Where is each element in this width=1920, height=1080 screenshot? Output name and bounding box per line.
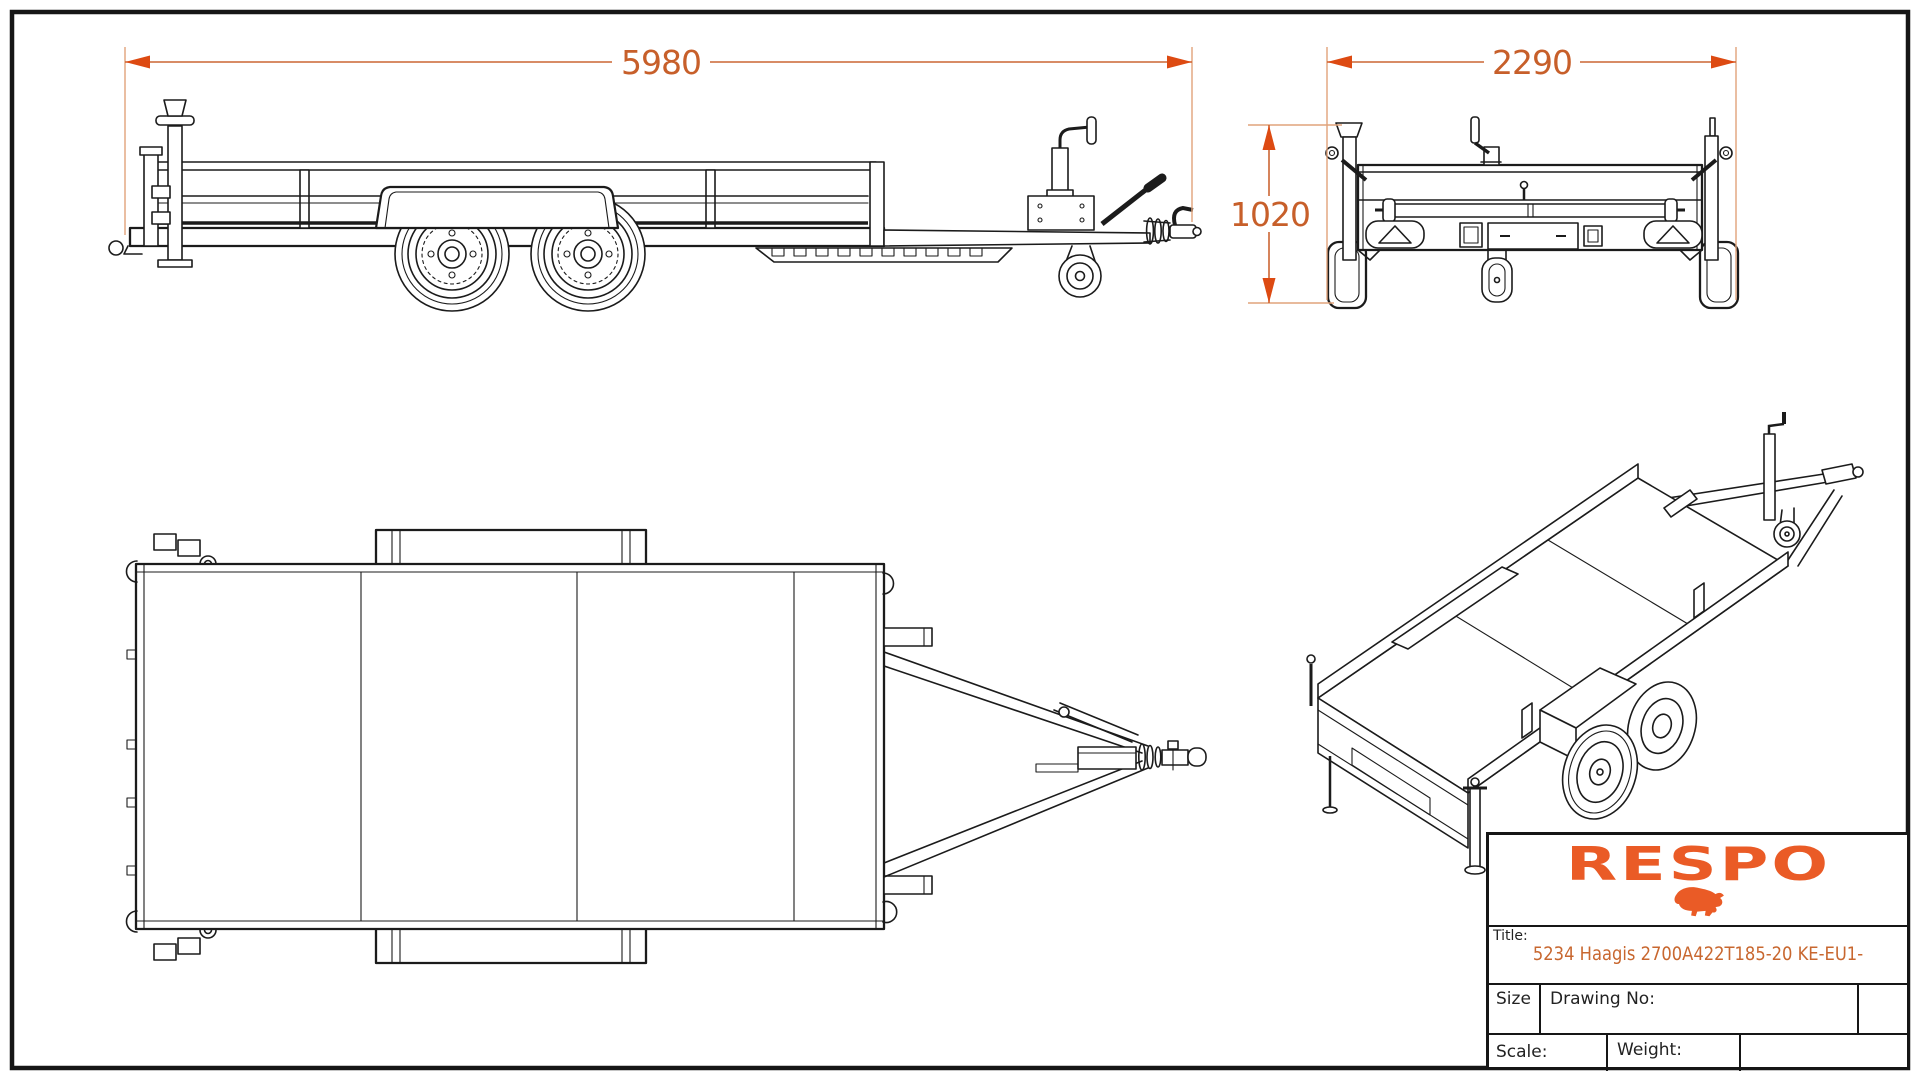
length-dimension-text: 5980 [621,43,701,82]
rear-jockey-wheel [1481,249,1513,303]
iso-jack-post [1763,412,1786,521]
top-brake-lever [1053,702,1139,743]
isometric-view [1306,412,1864,875]
scale-cell: Scale: [1489,1035,1608,1071]
scale-label: Scale: [1496,1042,1548,1062]
arrow-down-icon [1262,278,1276,303]
side-mudguard [374,185,620,230]
top-view [125,528,1207,965]
dimension-overall-width: 2290 [1326,43,1737,300]
drawing-border [9,9,1911,1071]
side-handbrake-lever [1100,173,1167,226]
arrow-left-icon [1327,55,1352,69]
iso-jockey-wheel [1773,507,1801,548]
title-block: RESPO Title: 5234 Haagis 2700A422T185-20… [1486,832,1910,1071]
rear-crank [1470,116,1502,166]
rear-lamp-post-left [1325,122,1368,261]
side-jockey-wheel [1058,245,1102,298]
side-crank-jack [1027,116,1097,231]
title-row: Title: 5234 Haagis 2700A422T185-20 KE-EU… [1489,927,1907,985]
rear-lamp-post-right [1690,117,1733,261]
dimension-overall-height: 1020 [1230,124,1342,304]
rear-reflector-left [1365,220,1425,249]
weight-cell: Weight: [1608,1035,1741,1071]
title-label: Title: [1493,928,1528,944]
size-row: Size Drawing No: [1489,985,1907,1035]
side-rear-jack [151,99,195,268]
size-cell: Size [1489,985,1541,1033]
respo-logo: RESPO [1565,837,1831,892]
title-block-logo-cell: RESPO [1489,835,1907,927]
arrow-up-icon [1262,125,1276,150]
rear-view [1325,116,1740,310]
top-coupling [1077,740,1207,771]
scale-row-end-cell [1741,1035,1907,1071]
dimension-overall-length: 5980 [124,43,1193,235]
scale-row: Scale: Weight: [1489,1035,1907,1071]
arrow-right-icon [1711,55,1736,69]
top-ramp-lower [374,925,648,965]
arrow-left-icon [125,55,150,69]
side-coupling [1143,205,1202,245]
size-label: Size [1496,989,1531,1009]
iso-tailgate [1317,697,1469,849]
iso-wheels [1539,667,1698,820]
size-row-end-cell [1859,985,1907,1033]
top-ramp-upper [374,528,648,568]
height-dimension-text: 1020 [1230,195,1310,234]
drawing-title: 5234 Haagis 2700A422T185-20 KE-EU1- [1532,943,1864,965]
side-view [108,99,1202,312]
arrow-right-icon [1167,55,1192,69]
rear-board-rail [1375,198,1685,223]
drawing-no-cell: Drawing No: [1541,985,1859,1033]
rear-reflector-right [1643,220,1703,249]
iso-coupling [1821,463,1864,485]
width-dimension-text: 2290 [1492,43,1572,82]
iso-corner-jack [1463,777,1487,875]
weight-label: Weight: [1617,1040,1682,1060]
respo-bull-icon [1674,886,1724,916]
drawing-no-label: Drawing No: [1550,989,1655,1009]
